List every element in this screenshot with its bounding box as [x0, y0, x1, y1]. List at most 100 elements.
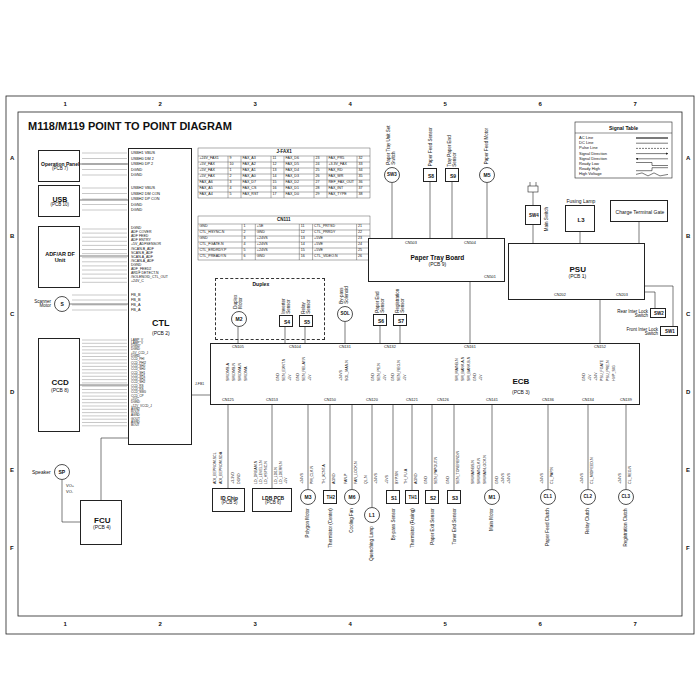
pin-name: HVP_SIG	[613, 353, 617, 381]
signal-name: +5V_ADFSENSOR	[131, 243, 161, 247]
component-label: S1	[391, 496, 397, 501]
pin-name: DGND	[238, 418, 242, 484]
legend-text: Signal Direction	[579, 157, 607, 161]
table-cell: FAX_D5	[286, 163, 299, 167]
pin-name: GND	[277, 353, 281, 381]
signal-wire	[82, 373, 127, 374]
circle-outline	[55, 297, 70, 312]
signal-wire	[82, 158, 127, 159]
component-name: Inverter Sensor	[282, 287, 291, 313]
connector-wire	[645, 286, 673, 326]
legend-text: Ready Low	[579, 162, 599, 166]
pin-name: SM.MAINBS.N	[472, 418, 476, 484]
component-name: (PCB 2)	[152, 331, 170, 336]
table-cell: 2	[244, 231, 246, 235]
grid-column-number: 1	[64, 101, 67, 107]
connector-wire	[345, 322, 346, 343]
pin-name: SM.DMB.A	[227, 353, 231, 381]
connector-wire	[392, 183, 393, 238]
grid-row-letter: D	[10, 389, 14, 395]
component-name: Fusing Lamp	[567, 199, 596, 204]
legend-box	[575, 122, 672, 178]
connector-wire	[101, 438, 128, 500]
pin-name: SM_BANK.A.N	[462, 353, 466, 381]
component-label: M6	[349, 495, 356, 500]
signal-wire	[82, 396, 127, 397]
grid-row-letter: B	[686, 233, 690, 239]
component-name: Paper End Sensor	[376, 286, 385, 312]
pin-name: VO-	[66, 490, 73, 494]
grid-row-letter: E	[686, 467, 690, 473]
table-cell: 16	[273, 187, 277, 191]
signal-wire	[82, 340, 127, 341]
component-circle: CL1Paper Feed Clutch	[540, 489, 556, 505]
legend-sample	[636, 153, 668, 154]
grid-row-letter: D	[686, 389, 690, 395]
pin-name: SM_MAINB.N	[456, 353, 460, 381]
board-box: S6Paper End Sensor	[373, 314, 387, 326]
signal-name: USBH1 VBUS	[131, 151, 155, 155]
table-cell: FAX_A3	[243, 157, 256, 161]
component-label: SP	[59, 470, 66, 475]
connector-wire	[412, 405, 413, 490]
table-cell: 5	[244, 249, 246, 253]
component-name: Registration Sensor	[396, 286, 405, 312]
table-cell: +3.3V_FAX	[329, 163, 347, 167]
component-label: SW4	[529, 214, 539, 219]
connector-wire	[393, 405, 394, 490]
signal-wire	[82, 406, 127, 407]
grid-column-number: 2	[159, 621, 162, 627]
connector-name: CN132	[384, 345, 396, 349]
grid-row-letter: A	[686, 155, 690, 161]
component-name: ECB	[513, 378, 530, 386]
component-label: (PCB 1)	[569, 274, 587, 279]
pin-name: SM.DMB.N	[233, 353, 237, 381]
signal-wire	[82, 392, 127, 393]
pin-name: +5V	[289, 353, 293, 381]
table-cell: +24VS	[257, 237, 268, 241]
board-box: USB(PCB 10)	[38, 185, 80, 217]
grid-column-number: 2	[159, 101, 162, 107]
board-box: S5Relay Sensor	[299, 315, 313, 327]
component-label: S6	[378, 319, 384, 324]
pin-name: LD_DREAM.N	[255, 418, 259, 484]
signal-name: +24V_C	[131, 280, 144, 284]
component-name: Front Inter Lock Switch	[624, 328, 658, 337]
pin-name: +24VS	[541, 418, 545, 484]
pin-name: BYP.SN	[396, 418, 400, 484]
table-cell: 22	[358, 231, 362, 235]
table-cell: 37	[359, 187, 363, 191]
signal-name: FB_B	[131, 293, 141, 297]
connector-wire	[330, 405, 331, 490]
pin-name: +5V	[384, 353, 388, 381]
legend-sample	[636, 158, 668, 159]
legend-sample	[636, 137, 668, 138]
pin-name: VO+	[66, 484, 74, 488]
pin-name: +5V	[404, 353, 408, 381]
grid-row-letter: F	[686, 545, 690, 551]
signal-wire	[82, 376, 127, 377]
signal-wire	[82, 366, 127, 367]
board-box: FCU(PCB 4)	[80, 500, 122, 545]
signal-wire	[82, 257, 127, 258]
connector-name: J-FB1	[195, 383, 204, 387]
component-label: S7	[398, 319, 404, 324]
pin-name: LD_LD0.N	[275, 418, 279, 484]
pin-name: GND	[372, 353, 376, 381]
pin-name: QL.N	[365, 418, 369, 484]
component-label: S5	[304, 320, 310, 325]
pin-name: +24VS	[301, 418, 305, 484]
connector-name: CN105	[232, 345, 244, 349]
component-label: M3	[305, 495, 312, 500]
grid-column-number: 3	[254, 101, 257, 107]
component-label: Charge Terminal Gate	[613, 210, 667, 215]
pin-name: CL_MIDFEED.N	[591, 418, 595, 484]
connector-wire	[430, 182, 431, 238]
signal-wire	[82, 265, 127, 266]
table-cell: 32	[359, 157, 363, 161]
connector-name: CN141	[486, 398, 498, 402]
component-label: S	[61, 302, 64, 307]
signal-wire	[82, 356, 127, 357]
connector-name: CN153	[266, 398, 278, 402]
table-cell: 5	[230, 193, 232, 197]
